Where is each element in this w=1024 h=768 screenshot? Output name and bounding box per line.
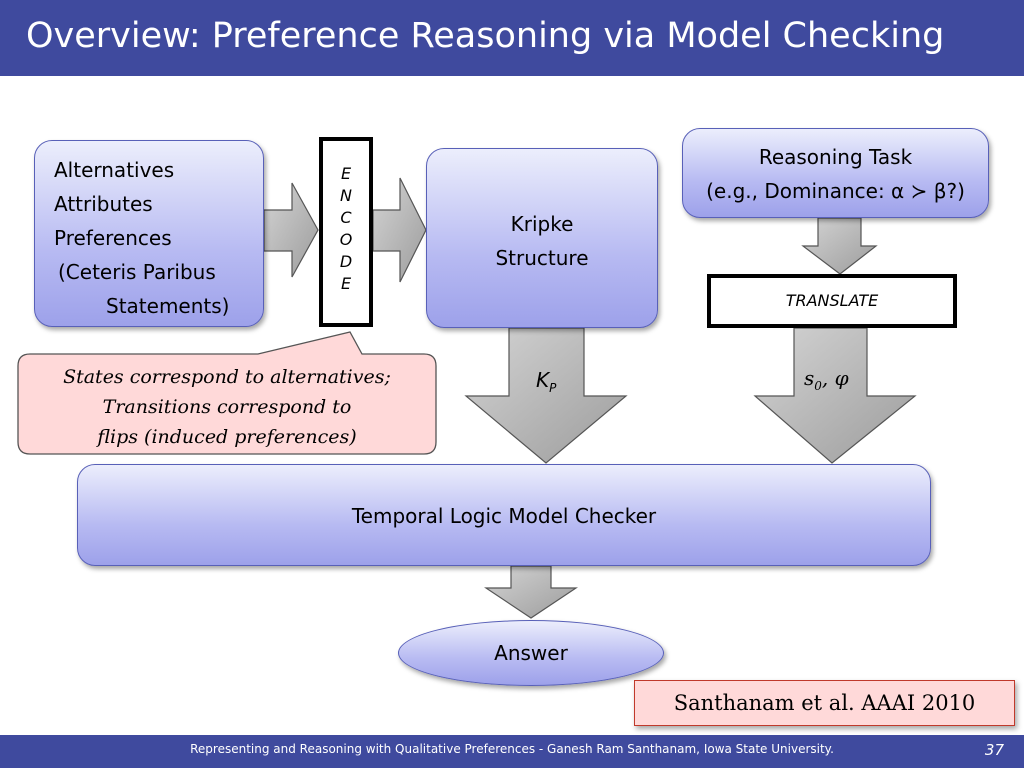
callout-text: States correspond to alternatives; Trans… (18, 362, 436, 452)
arrow-inputs-to-encode (263, 182, 319, 278)
callout-line-1: States correspond to alternatives; (63, 366, 391, 388)
input-alternatives: Alternatives (54, 158, 175, 182)
encode-letter: O (339, 230, 353, 249)
callout-line-3: flips (induced preferences) (97, 426, 357, 448)
kripke-line-1: Kripke (510, 212, 574, 236)
reasoning-task-line-2: (e.g., Dominance: α ≻ β?) (706, 179, 965, 203)
title-bar: Overview: Preference Reasoning via Model… (0, 0, 1024, 76)
encode-box: E N C O D E (319, 137, 373, 327)
s0-subscript: 0 (814, 379, 822, 393)
model-checker-box: Temporal Logic Model Checker (77, 464, 931, 566)
input-statements: Statements) (106, 294, 230, 318)
arrow-encode-to-kripke (372, 177, 427, 283)
arrow-kripke-to-checker (464, 327, 628, 464)
kripke-structure-box: Kripke Structure (426, 148, 658, 328)
arrow-checker-to-answer (484, 565, 578, 619)
arrow-task-to-translate (801, 217, 878, 275)
kp-label: KP (536, 368, 556, 395)
page-number: 37 (984, 741, 1004, 759)
s0-rest: , φ (821, 366, 849, 390)
reasoning-task-line-1: Reasoning Task (758, 145, 913, 169)
translate-box: TRANSLATE (707, 274, 957, 328)
s0-phi-label: s0, φ (804, 366, 849, 393)
reasoning-task-box: Reasoning Task (e.g., Dominance: α ≻ β?) (682, 128, 989, 218)
input-attributes: Attributes (54, 192, 153, 216)
kp-subscript: P (549, 381, 557, 395)
callout-line-2: Transitions correspond to (102, 396, 352, 418)
inputs-box: Alternatives Attributes Preferences (Cet… (34, 140, 264, 327)
citation-box: Santhanam et al. AAAI 2010 (634, 680, 1015, 726)
kripke-line-2: Structure (495, 246, 589, 270)
encode-letter: E (340, 274, 352, 293)
slide-title: Overview: Preference Reasoning via Model… (26, 16, 945, 56)
input-ceteris-paribus: (Ceteris Paribus (58, 260, 216, 284)
s0-base: s (804, 366, 815, 390)
arrow-translate-to-checker (753, 327, 917, 464)
encode-letter: N (340, 186, 352, 205)
footer-bar: Representing and Reasoning with Qualitat… (0, 735, 1024, 768)
encode-letter: C (340, 208, 352, 227)
footer-text: Representing and Reasoning with Qualitat… (190, 742, 834, 756)
input-preferences: Preferences (54, 226, 172, 250)
encode-letter: D (339, 252, 353, 271)
encode-letter: E (340, 164, 352, 183)
answer-ellipse: Answer (398, 620, 664, 686)
kp-base: K (536, 368, 550, 392)
